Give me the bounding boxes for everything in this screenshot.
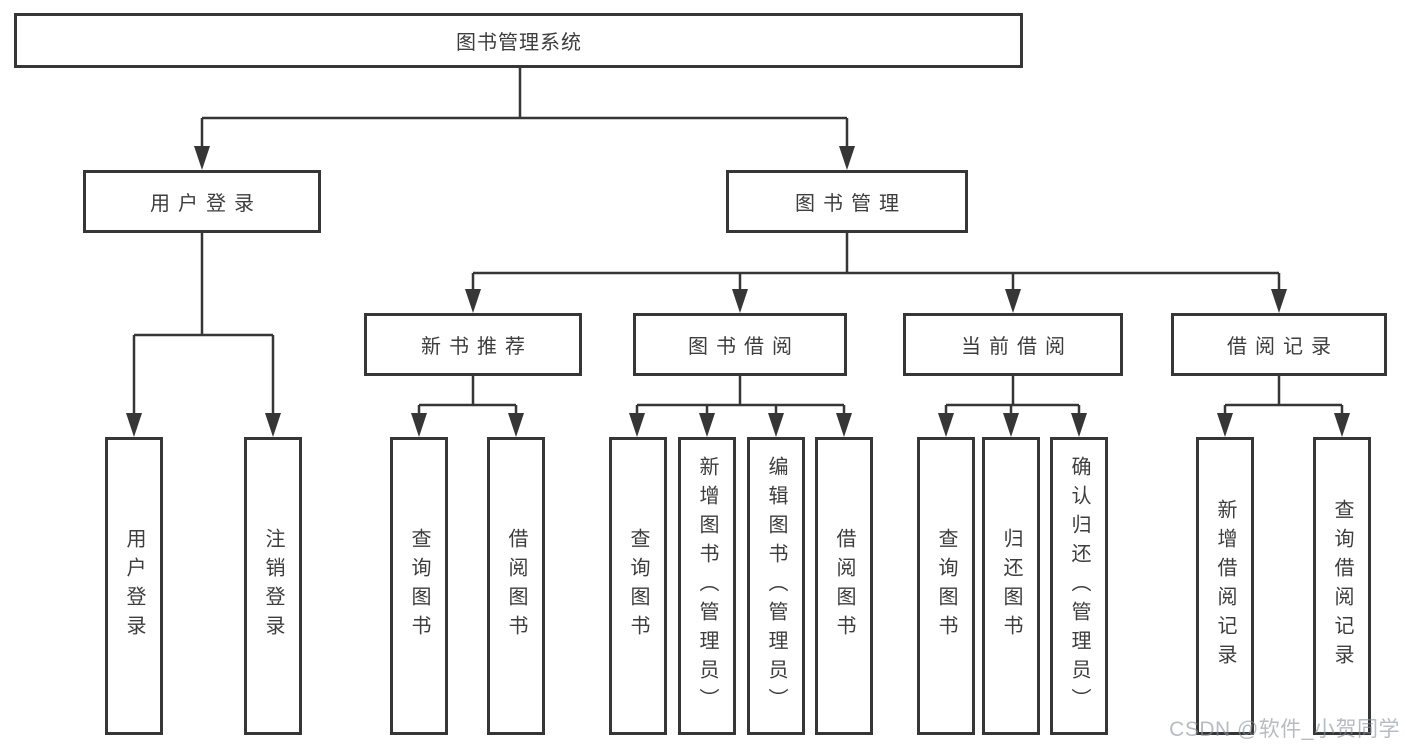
arrow-down-icon (699, 413, 715, 437)
arrow-down-icon (938, 413, 954, 437)
node-new-book-recommend: 新书推荐 (364, 313, 582, 376)
arrow-down-icon (194, 146, 210, 170)
arrow-down-icon (1003, 413, 1019, 437)
leaf-label: 借阅图书 (833, 528, 855, 644)
leaf-add-book-admin: 新增图书（管理员） (678, 437, 736, 735)
leaf-logout: 注销登录 (244, 437, 302, 735)
leaf-add-borrow-record: 新增借阅记录 (1196, 437, 1254, 735)
node-label: 图书管理 (795, 193, 907, 215)
connector-book-management-to-level3 (471, 233, 1281, 293)
leaf-query-books-borrowing: 查询图书 (609, 437, 667, 735)
leaf-label: 查询借阅记录 (1331, 499, 1353, 673)
node-current-borrowing: 当前借阅 (903, 313, 1123, 376)
connector-user-login-to-leaves (132, 233, 275, 416)
node-label: 用户登录 (150, 193, 262, 215)
leaf-user-login: 用户登录 (105, 437, 163, 735)
arrow-down-icon (768, 413, 784, 437)
leaf-query-books-current: 查询图书 (917, 437, 975, 735)
arrow-down-icon (508, 413, 524, 437)
leaf-label: 新增图书（管理员） (696, 455, 718, 717)
leaf-edit-book-admin: 编辑图书（管理员） (747, 437, 805, 735)
arrow-down-icon (126, 413, 142, 437)
leaf-return-books: 归还图书 (982, 437, 1040, 735)
connector-root-to-level2 (200, 68, 849, 150)
leaf-borrow-books-recommend: 借阅图书 (487, 437, 545, 735)
arrow-down-icon (265, 413, 281, 437)
arrow-down-icon (411, 413, 427, 437)
node-label: 新书推荐 (421, 336, 533, 358)
connector-current-borrowing-to-leaves (944, 376, 1081, 416)
leaf-query-books-recommend: 查询图书 (390, 437, 448, 735)
node-user-login: 用户登录 (83, 170, 321, 233)
node-label: 当前借阅 (961, 336, 1073, 358)
arrow-down-icon (1334, 413, 1350, 437)
leaf-label: 查询图书 (627, 528, 649, 644)
leaf-label: 用户登录 (123, 528, 145, 644)
arrow-down-icon (1271, 289, 1287, 313)
node-label: 借阅记录 (1227, 336, 1339, 358)
arrow-down-icon (732, 289, 748, 313)
leaf-label: 查询图书 (408, 528, 430, 644)
csdn-watermark: CSDN @软件_小贺同学 (1169, 718, 1400, 741)
node-label: 图书借阅 (688, 336, 800, 358)
node-book-borrowing: 图书借阅 (633, 313, 847, 376)
node-book-management: 图书管理 (726, 170, 968, 233)
arrow-down-icon (629, 413, 645, 437)
leaf-label: 确认归还（管理员） (1068, 455, 1090, 717)
arrow-down-icon (1071, 413, 1087, 437)
leaf-query-borrow-record: 查询借阅记录 (1313, 437, 1371, 735)
arrow-down-icon (836, 413, 852, 437)
arrow-down-icon (1005, 289, 1021, 313)
arrow-down-icon (465, 289, 481, 313)
leaf-borrow-books: 借阅图书 (815, 437, 873, 735)
connector-new-book-recommend-to-leaves (417, 376, 518, 416)
leaf-label: 归还图书 (1000, 528, 1022, 644)
node-label: 图书管理系统 (456, 32, 582, 54)
leaf-label: 新增借阅记录 (1214, 499, 1236, 673)
leaf-label: 注销登录 (262, 528, 284, 644)
leaf-label: 借阅图书 (505, 528, 527, 644)
leaf-label: 编辑图书（管理员） (765, 455, 787, 717)
leaf-confirm-return-admin: 确认归还（管理员） (1050, 437, 1108, 735)
arrowheads (126, 146, 1350, 437)
leaf-label: 查询图书 (935, 528, 957, 644)
arrow-down-icon (1217, 413, 1233, 437)
connector-borrowing-records-to-leaves (1223, 376, 1344, 416)
node-borrowing-records: 借阅记录 (1171, 313, 1387, 376)
arrow-down-icon (839, 146, 855, 170)
connector-book-borrowing-to-leaves (635, 376, 846, 416)
node-library-management-system: 图书管理系统 (14, 13, 1023, 68)
